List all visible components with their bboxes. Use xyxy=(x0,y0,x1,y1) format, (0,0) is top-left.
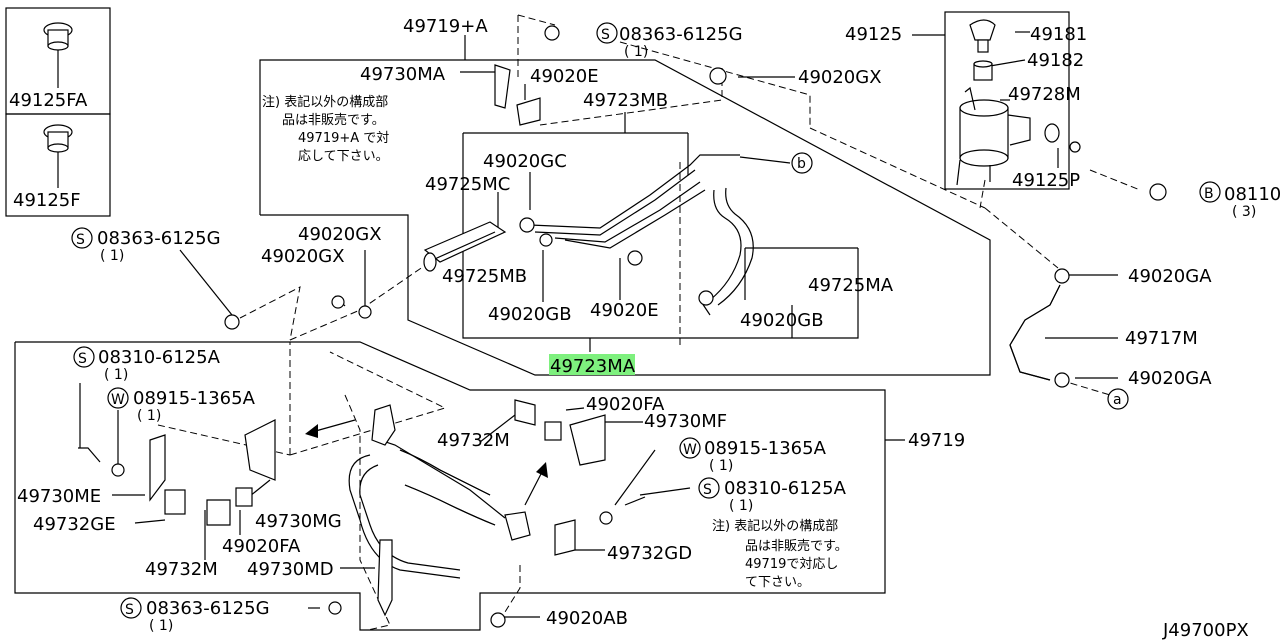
label-49020gb-l: 49020GB xyxy=(488,304,572,325)
upper-pipe-assembly xyxy=(224,25,754,330)
label-49020fa-r: 49020FA xyxy=(586,394,665,415)
label-08110-qty: ( 3) xyxy=(1232,204,1256,220)
label-s-08310-right: 08310-6125A xyxy=(724,478,847,499)
label-49020ga-bot: 49020GA xyxy=(1128,368,1212,389)
label-49723ma-highlighted: 49723M xyxy=(550,356,623,377)
leader-lines xyxy=(79,31,1118,618)
label-49020gx-l2: 49020GX xyxy=(261,246,345,267)
label-s-08310-right-qty: ( 1) xyxy=(729,498,753,514)
label-s-08363-bottom: 08363-6125G xyxy=(146,598,270,619)
label-49732gd: 49732GD xyxy=(607,543,692,564)
label-w-08915-left: 08915-1365A xyxy=(133,388,256,409)
circle-s-bottom: S xyxy=(125,602,134,618)
label-49723ma: 49723MA xyxy=(550,356,636,377)
label-49728m: 49728M xyxy=(1008,84,1081,105)
label-49723mb: 49723MB xyxy=(583,90,668,111)
circle-s-top-left: S xyxy=(76,232,85,248)
label-49732m-c: 49732M xyxy=(437,430,510,451)
label-49020gx-l1: 49020GX xyxy=(298,224,382,245)
note2-line1: 注) 表記以外の構成部 xyxy=(712,518,838,534)
label-49725mc: 49725MC xyxy=(425,174,510,195)
circle-w-left: W xyxy=(111,392,125,408)
note1-line2: 品は非販売です。 xyxy=(282,112,385,128)
label-s-08310-left: 08310-6125A xyxy=(98,347,221,368)
circle-w-right: W xyxy=(683,442,697,458)
label-49125fa: 49125FA xyxy=(9,90,88,111)
label-49020e-mid: 49020E xyxy=(590,300,659,321)
note1-line1: 注) 表記以外の構成部 xyxy=(262,94,388,110)
label-s-08363-top-left-qty: ( 1) xyxy=(100,248,124,264)
label-s-08363-top-left: 08363-6125G xyxy=(97,228,221,249)
label-49020e-top: 49020E xyxy=(530,66,599,87)
circle-a-small: a xyxy=(1113,392,1122,408)
cooler-assembly xyxy=(78,399,646,628)
label-s-08363-bottom-qty: ( 1) xyxy=(149,618,173,634)
label-49719a: 49719+A xyxy=(403,16,488,37)
label-49125p: 49125P xyxy=(1012,170,1080,191)
label-w-08915-right: 08915-1365A xyxy=(704,438,827,459)
label-49725mb: 49725MB xyxy=(442,266,527,287)
label-w-08915-left-qty: ( 1) xyxy=(137,408,161,424)
circle-s-right: S xyxy=(703,482,712,498)
return-hose xyxy=(1009,183,1167,388)
dashed-guides xyxy=(157,14,1141,631)
callout-circles xyxy=(71,22,1221,619)
label-49182: 49182 xyxy=(1027,50,1084,71)
note1-line4: 応して下さい。 xyxy=(298,149,389,164)
note2-line4: て下さい。 xyxy=(745,575,810,590)
note2-line2: 品は非販売です。 xyxy=(745,538,848,554)
label-49020ga-top: 49020GA xyxy=(1128,266,1212,287)
label-49730ma: 49730MA xyxy=(360,64,446,85)
label-49730me: 49730ME xyxy=(17,486,101,507)
label-49020ab: 49020AB xyxy=(546,608,628,629)
note1-line3: 49719+A で対 xyxy=(298,131,389,146)
label-49730md: 49730MD xyxy=(247,559,334,580)
label-s-08310-left-qty: ( 1) xyxy=(104,367,128,383)
label-49125f: 49125F xyxy=(13,190,81,211)
circle-s-top: S xyxy=(601,27,610,43)
label-49020gb-r: 49020GB xyxy=(740,310,824,331)
label-08110: 08110 xyxy=(1224,184,1280,205)
reservoir-assembly xyxy=(956,19,1081,186)
group-outlines xyxy=(14,11,1070,631)
label-49732m-l: 49732M xyxy=(145,559,218,580)
label-49125: 49125 xyxy=(845,24,902,45)
label-49020gx-top: 49020GX xyxy=(798,67,882,88)
highlight-49723ma xyxy=(549,354,635,375)
label-49020gc: 49020GC xyxy=(483,151,567,172)
circle-b-bolt: B xyxy=(1204,186,1214,202)
circle-b-small: b xyxy=(797,156,806,172)
label-49732ge: 49732GE xyxy=(33,514,116,535)
label-49730mf: 49730MF xyxy=(644,411,727,432)
label-s-08363-top: 08363-6125G xyxy=(619,24,743,45)
label-w-08915-right-qty: ( 1) xyxy=(709,458,733,474)
inset-boxes xyxy=(5,7,111,217)
label-49020fa-l: 49020FA xyxy=(222,536,301,557)
label-49717m: 49717M xyxy=(1125,328,1198,349)
label-49725ma: 49725MA xyxy=(808,275,894,296)
label-s-08363-top-qty: ( 1) xyxy=(624,44,648,60)
note2-line3: 49719で対応し xyxy=(745,557,838,572)
diagram-id: J49700PX xyxy=(1162,620,1249,640)
label-49181: 49181 xyxy=(1030,24,1087,45)
circle-s-left: S xyxy=(78,351,87,367)
label-49723ma-tail: A xyxy=(623,356,636,377)
label-49730mg: 49730MG xyxy=(255,511,342,532)
label-49719: 49719 xyxy=(908,430,965,451)
